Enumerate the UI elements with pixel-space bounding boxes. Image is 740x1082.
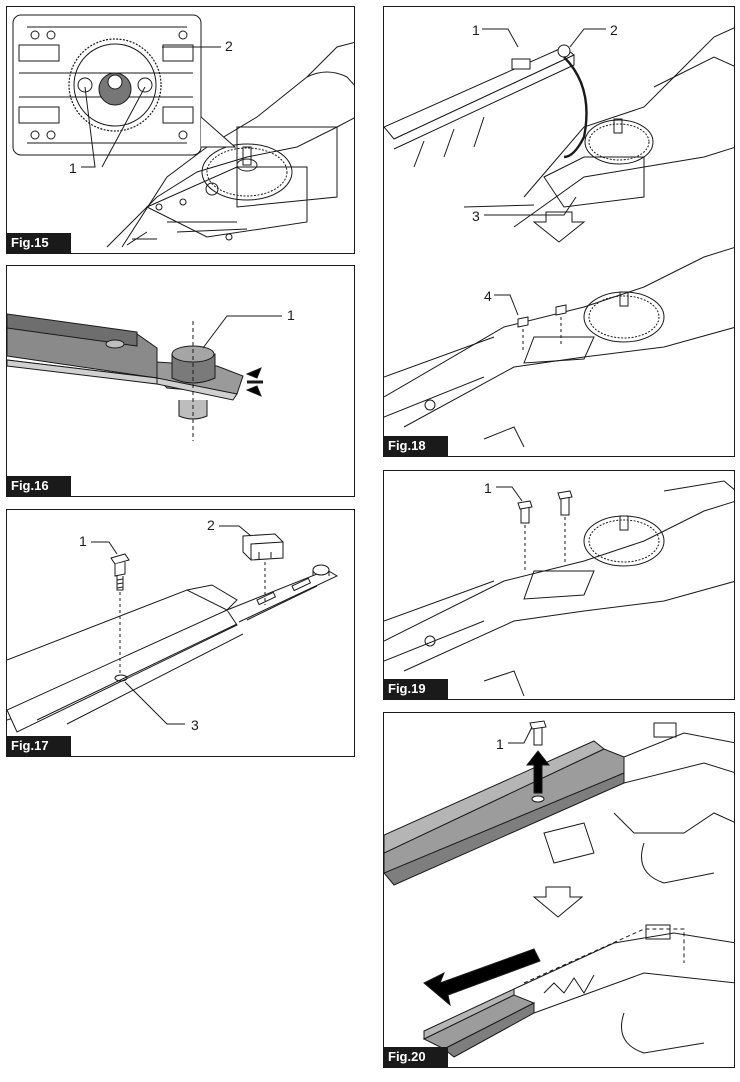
figure-label: Fig.15 — [7, 233, 71, 253]
figure-17-illustration — [7, 525, 339, 733]
figure-label: Fig.17 — [7, 736, 71, 756]
figure-20-panel: 1 Fig.20 — [383, 712, 735, 1068]
figure-16-panel: 1 Fig.16 — [6, 265, 355, 497]
figure-label: Fig.20 — [384, 1047, 448, 1067]
callout-2: 2 — [610, 22, 618, 38]
figure-18-illustration — [384, 27, 734, 448]
figure-19-panel: 1 Fig.19 — [383, 470, 735, 700]
callout-3: 3 — [472, 208, 480, 224]
figure-label: Fig.16 — [7, 476, 71, 496]
figure-label: Fig.19 — [384, 679, 448, 699]
figure-15-panel: 1 2 Fig.15 — [6, 6, 355, 254]
figure-label: Fig.18 — [384, 436, 448, 456]
callout-1: 1 — [79, 533, 87, 549]
figure-19-illustration — [384, 480, 734, 697]
figure-16-illustration — [7, 313, 282, 441]
figure-18-panel: 1 2 3 4 Fig.18 — [383, 6, 735, 457]
callout-1: 1 — [496, 736, 504, 752]
callout-1: 1 — [69, 160, 77, 176]
callout-2: 2 — [207, 517, 215, 533]
figure-20-illustration — [384, 720, 734, 1058]
callout-1: 1 — [484, 480, 492, 496]
callout-2: 2 — [225, 38, 233, 54]
callout-4: 4 — [484, 288, 492, 304]
figure-17-panel: 1 2 3 Fig.17 — [6, 509, 355, 757]
callout-3: 3 — [191, 717, 199, 733]
callout-1: 1 — [287, 307, 295, 323]
figure-15-illustration — [12, 14, 354, 248]
callout-1: 1 — [472, 22, 480, 38]
